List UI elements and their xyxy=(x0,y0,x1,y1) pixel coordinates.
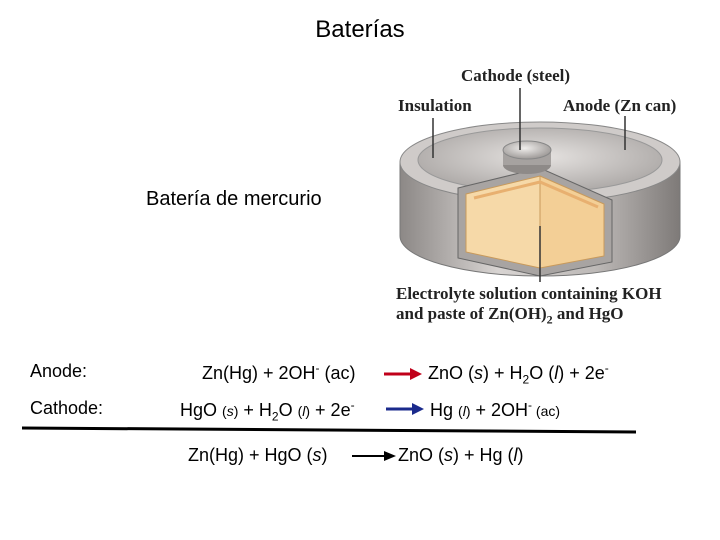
cathode-products: Hg (l) + 2OH- (ac) xyxy=(430,398,561,420)
insulation-layer xyxy=(473,180,599,209)
cathode-cap-top xyxy=(502,140,552,160)
electrolyte-label-line1: Electrolyte solution containing KOH xyxy=(396,284,662,303)
electrolyte-label-line2: and paste of Zn(OH)2 and HgO xyxy=(396,304,624,327)
anode-products: ZnO (s) + H2O (l) + 2e- xyxy=(428,361,609,387)
cathode-steel-label: Cathode (steel) xyxy=(461,66,571,85)
cathode-reactants: HgO (s) + H2O (l) + 2e- xyxy=(180,398,355,424)
diagram-subtitle: Batería de mercurio xyxy=(146,188,322,210)
overall-reactants: Zn(Hg) + HgO (s) xyxy=(188,445,328,465)
cathode-arrow xyxy=(386,403,424,415)
anode-arrow xyxy=(384,368,422,380)
anode-zn-can-label: Anode (Zn can) xyxy=(563,96,677,115)
insulation-label: Insulation xyxy=(398,96,472,115)
page-title: Baterías xyxy=(315,16,405,43)
overall-products: ZnO (s) + Hg (l) xyxy=(398,445,524,465)
anode-label: Anode: xyxy=(30,361,88,381)
cathode-label: Cathode: xyxy=(30,398,104,418)
anode-reactants: Zn(Hg) + 2OH- (ac) xyxy=(202,361,356,383)
overall-arrow xyxy=(352,451,396,461)
sum-rule xyxy=(21,426,637,434)
